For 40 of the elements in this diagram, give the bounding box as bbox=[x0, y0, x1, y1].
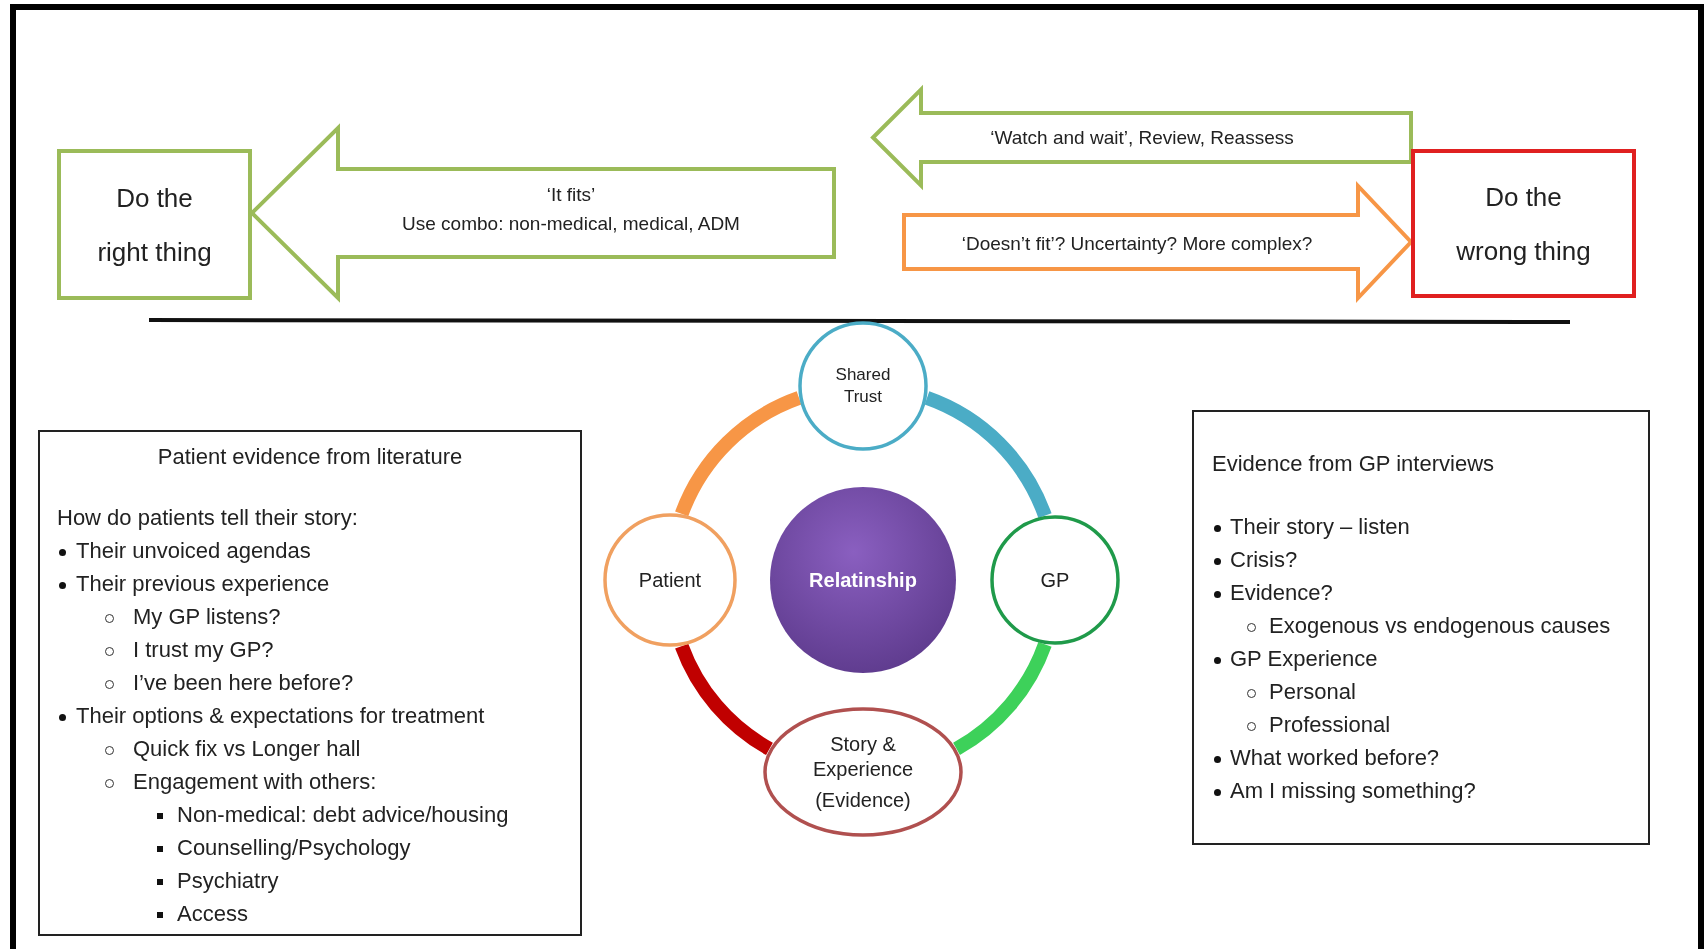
node-label: Patient bbox=[638, 567, 702, 593]
outcome-box bbox=[57, 149, 252, 300]
list-item: Psychiatry bbox=[177, 867, 279, 895]
text-panel bbox=[38, 430, 582, 936]
node-label: Shared Trust bbox=[834, 364, 892, 408]
node-label: Relatinship bbox=[809, 567, 917, 593]
list-item: Their previous experience bbox=[76, 570, 330, 598]
list-item: Engagement with others: bbox=[133, 768, 377, 796]
ring-arc bbox=[675, 643, 774, 755]
ring-arc bbox=[924, 391, 1052, 519]
list-item: Their story – listen bbox=[1230, 513, 1410, 541]
list-item: Quick fix vs Longer hall bbox=[133, 735, 361, 763]
list-item: Crisis? bbox=[1230, 546, 1298, 574]
text-panel bbox=[1192, 410, 1650, 845]
list-item: I trust my GP? bbox=[133, 636, 274, 664]
list-item: What worked before? bbox=[1230, 744, 1440, 772]
list-item: Personal bbox=[1269, 678, 1356, 706]
node-label: (Evidence) bbox=[815, 787, 911, 813]
ring-arc bbox=[952, 641, 1052, 755]
node-label: Story & Experience bbox=[811, 731, 915, 782]
intro-text: How do patients tell their story: bbox=[57, 504, 358, 532]
box-label: Do the wrong thing bbox=[1455, 180, 1592, 268]
list-item: Professional bbox=[1269, 711, 1391, 739]
list-item: Non-medical: debt advice/housing bbox=[177, 801, 509, 829]
list-item: I’ve been here before? bbox=[133, 669, 354, 697]
list-item: Their unvoiced agendas bbox=[76, 537, 311, 565]
outcome-box bbox=[1411, 149, 1636, 298]
list-item: Counselling/Psychology bbox=[177, 834, 411, 862]
list-item: Their options & expectations for treatment bbox=[76, 702, 485, 730]
panel-heading: Evidence from GP interviews bbox=[1212, 450, 1495, 478]
list-item: Access bbox=[177, 900, 248, 928]
list-item: Evidence? bbox=[1230, 579, 1333, 607]
list-item: Am I missing something? bbox=[1230, 777, 1476, 805]
panel-heading: Patient evidence from literature bbox=[156, 443, 464, 471]
node-label: GP bbox=[1040, 567, 1070, 593]
list-item: My GP listens? bbox=[133, 603, 281, 631]
list-item: GP Experience bbox=[1230, 645, 1378, 673]
ring-arc bbox=[675, 391, 802, 517]
list-item: Exogenous vs endogenous causes bbox=[1269, 612, 1611, 640]
box-label: Do the right thing bbox=[96, 181, 213, 269]
